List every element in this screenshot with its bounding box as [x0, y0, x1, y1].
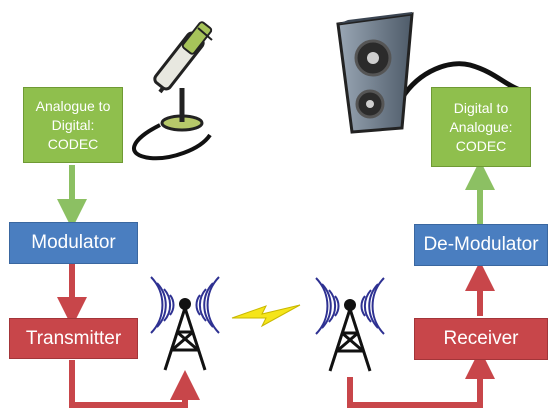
transmitter-box: Transmitter: [9, 318, 138, 359]
demodulator-box: De-Modulator: [414, 224, 548, 266]
transmitter-antenna-icon: [150, 276, 220, 371]
modulator-box: Modulator: [9, 222, 138, 264]
receiver-antenna-icon: [315, 277, 385, 372]
receiver-box: Receiver: [414, 318, 548, 360]
speaker-icon: [336, 12, 521, 134]
adc-codec-box: Analogue to Digital: CODEC: [23, 87, 123, 163]
dac-codec-box: Digital to Analogue: CODEC: [431, 87, 531, 167]
arrow-antenna-to-receiver: [347, 349, 495, 408]
lightning-bolt-icon: [231, 304, 301, 328]
arrow-transmitter-to-antenna: [69, 360, 200, 408]
microphone-icon: [132, 21, 213, 161]
